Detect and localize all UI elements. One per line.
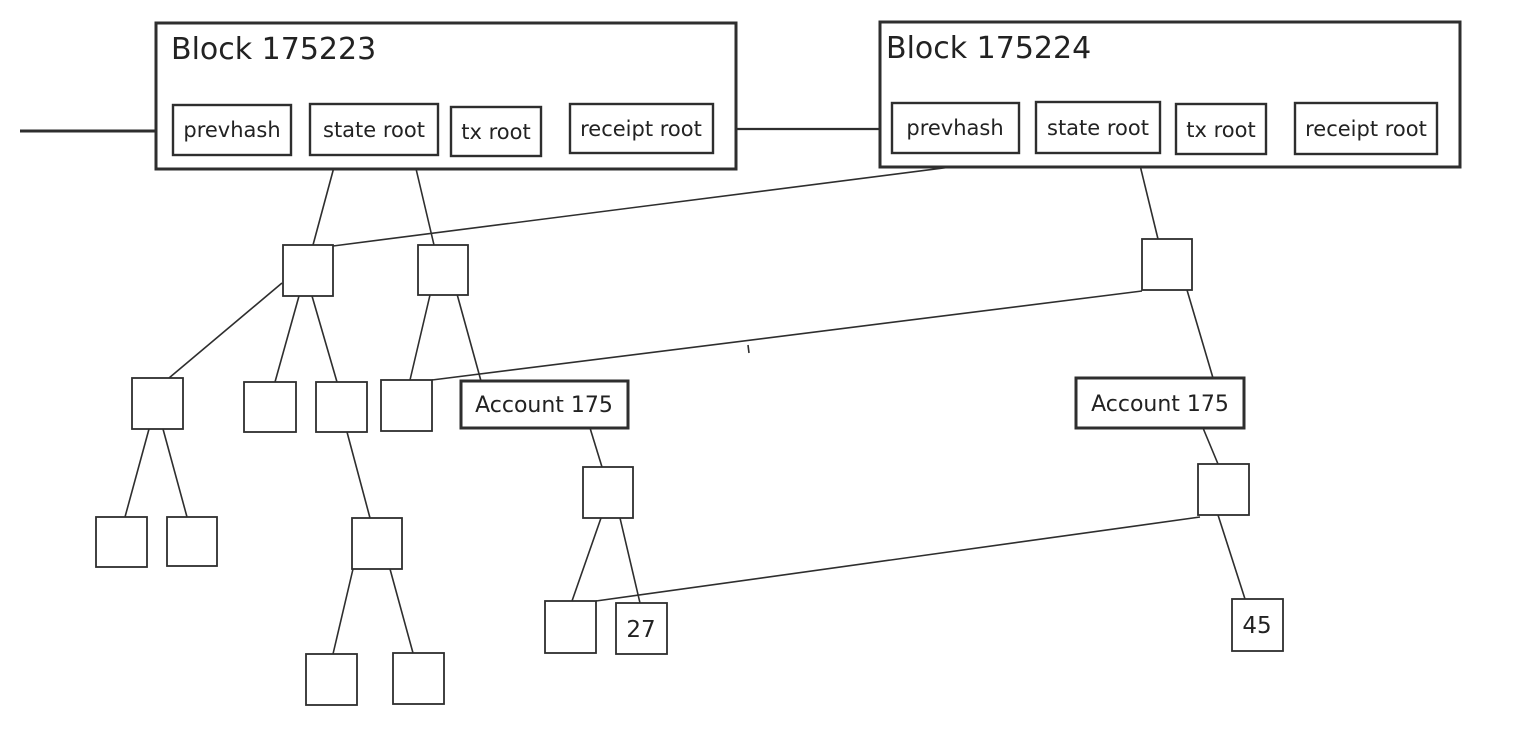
txroot-label-block2: tx root	[1186, 118, 1255, 142]
stray-mark	[747, 344, 750, 354]
edge-stateroot1-to-node-a	[312, 155, 338, 246]
account-175-old-box	[459, 379, 630, 430]
edge-node-r-to-shared-node-f	[431, 290, 1143, 381]
stateroot-box-block1	[308, 102, 440, 157]
edge-node-e1-to-child-right	[389, 568, 414, 654]
merkle-node-r-new	[1141, 238, 1193, 291]
stateroot-label-block2: state root	[1047, 116, 1149, 140]
receiptroot-box-block2	[1293, 101, 1439, 156]
prevhash-label-block2: prevhash	[906, 116, 1003, 140]
merkle-node-f	[380, 379, 433, 432]
merkle-node-e1b	[392, 652, 445, 705]
edge-account-old-to-node-g	[589, 427, 603, 468]
merkle-node-c1	[95, 516, 148, 568]
edge-node-a-to-node-e	[311, 295, 338, 383]
edge-node-g-to-leaf-27	[619, 517, 641, 604]
merkle-node-g1	[544, 600, 597, 654]
merkle-node-e	[315, 381, 368, 433]
block-title: Block 175223	[171, 32, 376, 67]
merkle-node-c	[131, 377, 184, 430]
edge-node-r-to-account-new	[1186, 289, 1214, 379]
account-175-new-box	[1074, 376, 1246, 430]
leaf-value-45-box	[1231, 598, 1284, 652]
stateroot-box-block2	[1034, 100, 1162, 155]
edge-node-s-to-shared-node-g1	[595, 516, 1201, 602]
edge-node-a-to-node-d	[274, 295, 300, 383]
leaf-value-45: 45	[1242, 613, 1271, 639]
receiptroot-box-block1	[568, 102, 715, 155]
edge-stateroot1-to-node-b	[412, 155, 435, 246]
account-175-old-label: Account 175	[475, 393, 613, 418]
edge-node-b-to-account-old	[456, 293, 482, 382]
edge-node-s-to-leaf-45	[1217, 514, 1246, 600]
merkle-node-e1a	[305, 653, 358, 706]
leaf-value-27-box	[615, 602, 668, 655]
merkle-node-s-new	[1197, 463, 1250, 516]
edge-node-b-to-node-f	[409, 294, 431, 381]
receiptroot-label-block1: receipt root	[580, 117, 702, 141]
txroot-box-block2	[1174, 102, 1268, 156]
block-title: Block 175224	[886, 31, 1091, 66]
account-175-new-label: Account 175	[1091, 392, 1229, 417]
edge-node-c-to-child-right	[162, 428, 188, 518]
stateroot-label-block1: state root	[323, 118, 425, 142]
prevhash-label-block1: prevhash	[183, 118, 280, 142]
edge-node-e1-to-child-left	[332, 568, 354, 655]
merkle-node-a	[282, 244, 334, 297]
txroot-label-block1: tx root	[461, 120, 530, 144]
merkle-node-c2	[166, 516, 218, 567]
leaf-value-27: 27	[626, 617, 655, 643]
edge-account-new-to-node-s	[1202, 427, 1219, 465]
edge-node-a-to-node-c	[168, 282, 283, 379]
edge-node-e-to-child	[346, 431, 371, 519]
receiptroot-label-block2: receipt root	[1305, 117, 1427, 141]
prevhash-box-block1	[171, 103, 293, 157]
merkle-node-d	[243, 381, 297, 433]
edge-node-g-to-node-g1	[571, 517, 602, 602]
merkle-node-e1	[351, 517, 403, 570]
merkle-node-g	[582, 466, 634, 519]
edge-node-c-to-child-left	[124, 428, 150, 518]
prevhash-box-block2	[890, 101, 1021, 155]
txroot-box-block1	[449, 105, 543, 158]
merkle-node-b	[417, 244, 469, 296]
